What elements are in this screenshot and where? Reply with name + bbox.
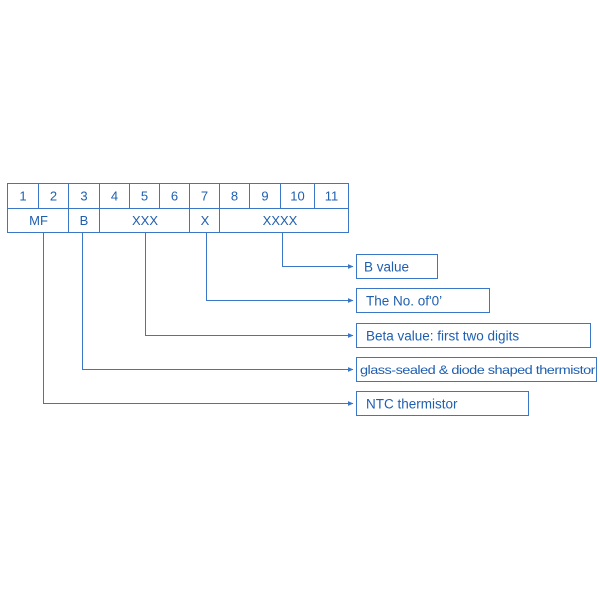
connector-ntc <box>43 233 354 406</box>
connector-b-value <box>282 233 354 269</box>
connector-no-of-zero <box>206 233 354 303</box>
position-label: 3 <box>80 189 87 204</box>
connector-beta-value <box>145 233 354 338</box>
code-label-b: B <box>80 213 89 228</box>
position-label: 5 <box>141 189 148 204</box>
code-row <box>7 208 349 233</box>
position-label: 8 <box>231 189 238 204</box>
position-label: 9 <box>261 189 268 204</box>
label-beta-value: Beta value: first two digits <box>366 329 519 344</box>
label-box-b-value <box>356 254 438 279</box>
code-labels: MF B XXX X XXXX <box>29 213 298 228</box>
code-label-xxx: XXX <box>132 213 158 228</box>
position-label: 2 <box>50 189 57 204</box>
description-labels: B value The No. of'0’ Beta value: first … <box>360 260 596 412</box>
label-glass-sealed: glass-sealed & diode shaped thermistor <box>360 363 595 377</box>
position-labels: 1 2 3 4 5 6 7 8 9 10 11 <box>19 189 338 204</box>
connector-glass-sealed <box>82 233 354 372</box>
position-label: 6 <box>171 189 178 204</box>
label-box-ntc <box>356 391 529 416</box>
code-label-xxxx: XXXX <box>263 213 298 228</box>
code-label-mf: MF <box>29 213 48 228</box>
position-label: 11 <box>325 189 339 204</box>
position-label: 10 <box>290 189 304 204</box>
label-no-of-zero: The No. of'0’ <box>366 294 442 309</box>
label-ntc: NTC thermistor <box>366 397 458 412</box>
position-label: 7 <box>201 189 208 204</box>
code-label-x: X <box>201 213 210 228</box>
code-cell-xxxx <box>219 208 349 233</box>
position-label: 4 <box>111 189 118 204</box>
label-box-beta-value <box>356 323 591 348</box>
label-box-no-of-zero <box>356 288 490 313</box>
description-boxes <box>356 254 597 416</box>
label-b-value: B value <box>364 260 409 275</box>
position-label: 1 <box>19 189 26 204</box>
label-box-glass-sealed <box>356 357 597 382</box>
connectors <box>43 233 354 406</box>
